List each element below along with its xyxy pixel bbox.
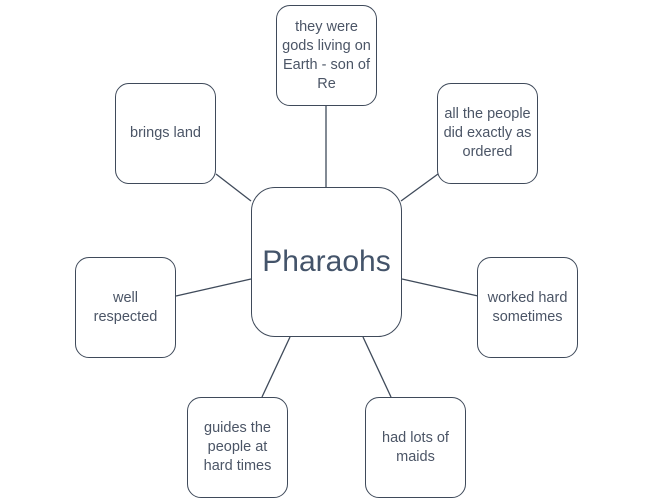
- connector-bottom-left: [261, 336, 291, 398]
- node-brings-land: brings land: [115, 83, 216, 184]
- node-label: worked hard sometimes: [487, 289, 568, 325]
- connector-top-left: [215, 173, 252, 202]
- connector-left: [175, 278, 252, 297]
- node-label: guides the people at hard times: [203, 420, 272, 474]
- connector-bottom-right: [362, 336, 392, 398]
- node-label: all the people did exactly as ordered: [443, 106, 532, 160]
- node-had-lots-of-maids: had lots of maids: [365, 397, 466, 498]
- node-guides-the-people: guides the people at hard times: [187, 397, 288, 498]
- connector-top-right: [400, 173, 439, 202]
- node-label: had lots of maids: [382, 429, 449, 465]
- node-people-did-as-ordered: all the people did exactly as ordered: [437, 83, 538, 184]
- node-label: well respected: [93, 289, 158, 325]
- connector-right: [401, 278, 479, 297]
- node-label: brings land: [130, 125, 201, 141]
- node-gods-living-on-earth: they were gods living on Earth - son of …: [276, 5, 377, 106]
- node-well-respected: well respected: [75, 257, 176, 358]
- node-label: they were gods living on Earth - son of …: [282, 18, 371, 92]
- center-node-pharaohs: Pharaohs: [251, 187, 402, 337]
- node-worked-hard: worked hard sometimes: [477, 257, 578, 358]
- center-label: Pharaohs: [262, 245, 391, 278]
